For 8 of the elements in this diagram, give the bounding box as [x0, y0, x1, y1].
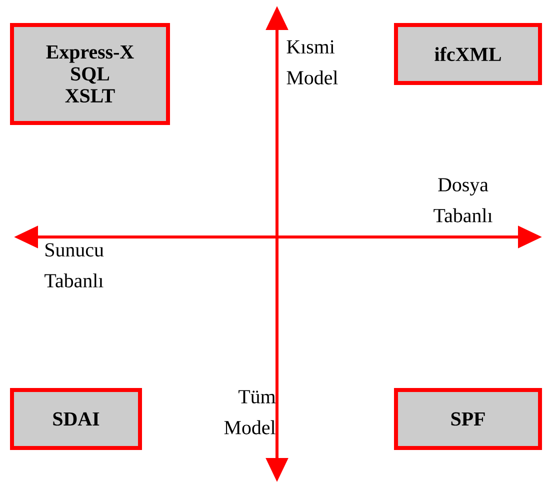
- label-box: SPF: [394, 388, 542, 450]
- axis-label: Dosya Tabanlı: [434, 178, 492, 222]
- axis-label: Sunucu Tabanlı: [44, 243, 104, 288]
- label-box: ifcXML: [394, 23, 542, 85]
- label-box: Express-X SQL XSLT: [10, 23, 170, 125]
- axis-label: Tüm Model: [224, 390, 276, 434]
- axis-label: Kısmi Model: [286, 40, 338, 84]
- label-box: SDAI: [10, 388, 142, 450]
